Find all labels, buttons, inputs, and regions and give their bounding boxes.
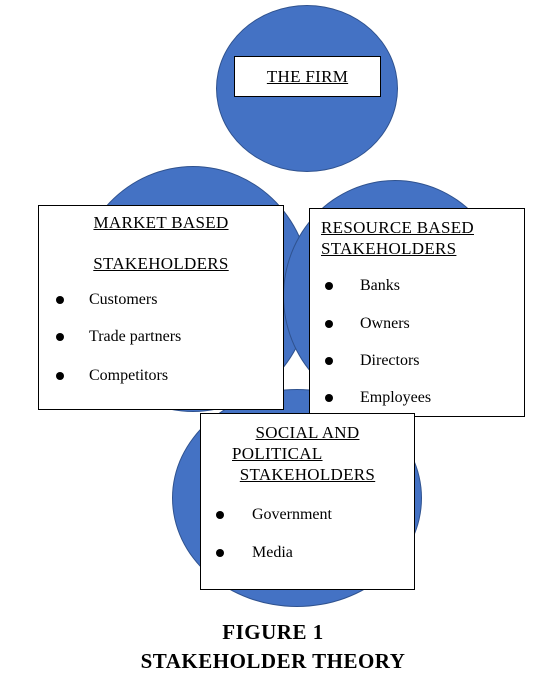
bullet-icon — [216, 549, 224, 557]
social-title-line1: SOCIAL AND — [255, 423, 360, 442]
list-item-label: Media — [252, 544, 293, 561]
list-item-label: Customers — [89, 291, 158, 308]
resource-title-line1: RESOURCE BASED — [321, 218, 474, 237]
firm-box: THE FIRM — [234, 56, 381, 97]
list-item-label: Competitors — [89, 367, 169, 384]
market-box: MARKET BASED STAKEHOLDERS Customers Trad… — [38, 205, 284, 410]
bullet-icon — [56, 372, 64, 380]
bullet-icon — [56, 333, 64, 341]
list-item-label: Owners — [360, 315, 410, 332]
resource-title-line2: STAKEHOLDERS — [321, 239, 457, 258]
bullet-icon — [56, 296, 64, 304]
bullet-icon — [216, 511, 224, 519]
list-item-label: Employees — [360, 389, 432, 406]
social-title-line2: POLITICAL — [232, 444, 323, 463]
bullet-icon — [325, 320, 333, 328]
bullet-icon — [325, 282, 333, 290]
resource-box: RESOURCE BASED STAKEHOLDERS Banks Owners… — [309, 208, 525, 417]
figure-caption-number: FIGURE 1 — [222, 620, 324, 644]
list-item-label: Directors — [360, 352, 420, 369]
list-item-label: Banks — [360, 277, 400, 294]
firm-title: THE FIRM — [266, 67, 349, 86]
market-title-line1: MARKET BASED — [93, 213, 229, 232]
bullet-icon — [325, 394, 333, 402]
figure-caption-title: STAKEHOLDER THEORY — [140, 649, 406, 673]
social-title-line3: STAKEHOLDERS — [239, 465, 376, 484]
list-item-label: Government — [252, 506, 332, 523]
bullet-icon — [325, 357, 333, 365]
list-item-label: Trade partners — [89, 328, 182, 345]
social-box: SOCIAL AND POLITICAL STAKEHOLDERS Govern… — [200, 413, 415, 590]
market-title-line2: STAKEHOLDERS — [93, 254, 229, 273]
